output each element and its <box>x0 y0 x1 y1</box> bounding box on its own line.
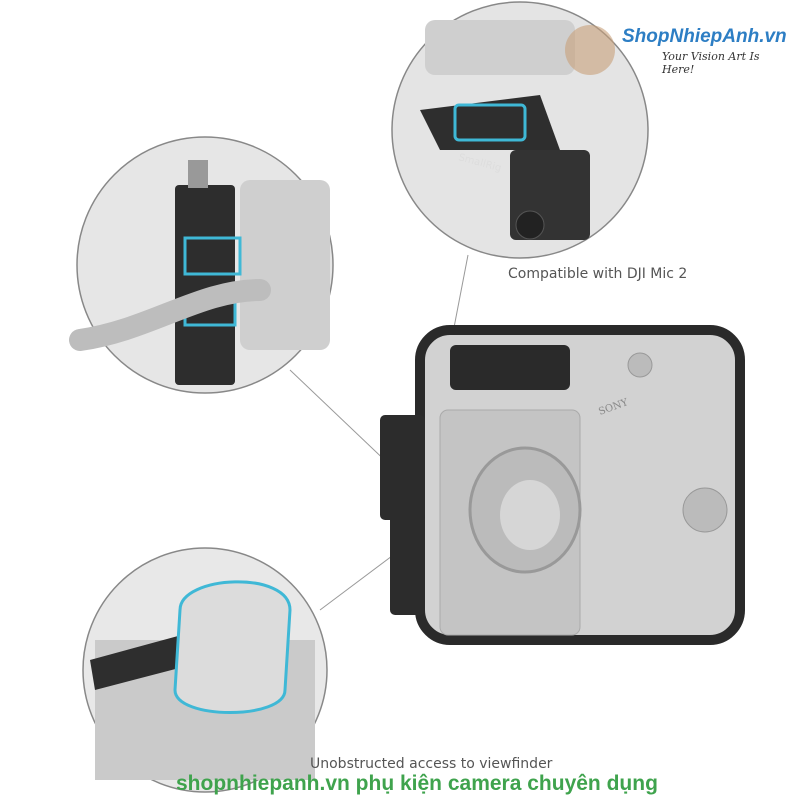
camera-cage: SONY <box>380 325 745 645</box>
detail-circle-dji-mic: SmallRig <box>391 1 649 259</box>
detail-circle-viewfinder <box>82 547 328 793</box>
caption-viewfinder: Unobstructed access to viewfinder <box>310 756 553 772</box>
logo-tagline: Your Vision Art Is Here! <box>662 50 760 76</box>
shop-logo: ShopNhiepAnh.vn Your Vision Art Is Here! <box>622 26 792 76</box>
logo-name: ShopNhiepAnh.vn <box>622 26 787 47</box>
caption-dji-mic: Compatible with DJI Mic 2 <box>508 266 688 282</box>
watermark-text: shopnhiepanh.vn phụ kiện camera chuyên d… <box>176 772 658 795</box>
leader-line <box>289 369 396 471</box>
detail-circle-cable-clamp <box>69 136 334 394</box>
